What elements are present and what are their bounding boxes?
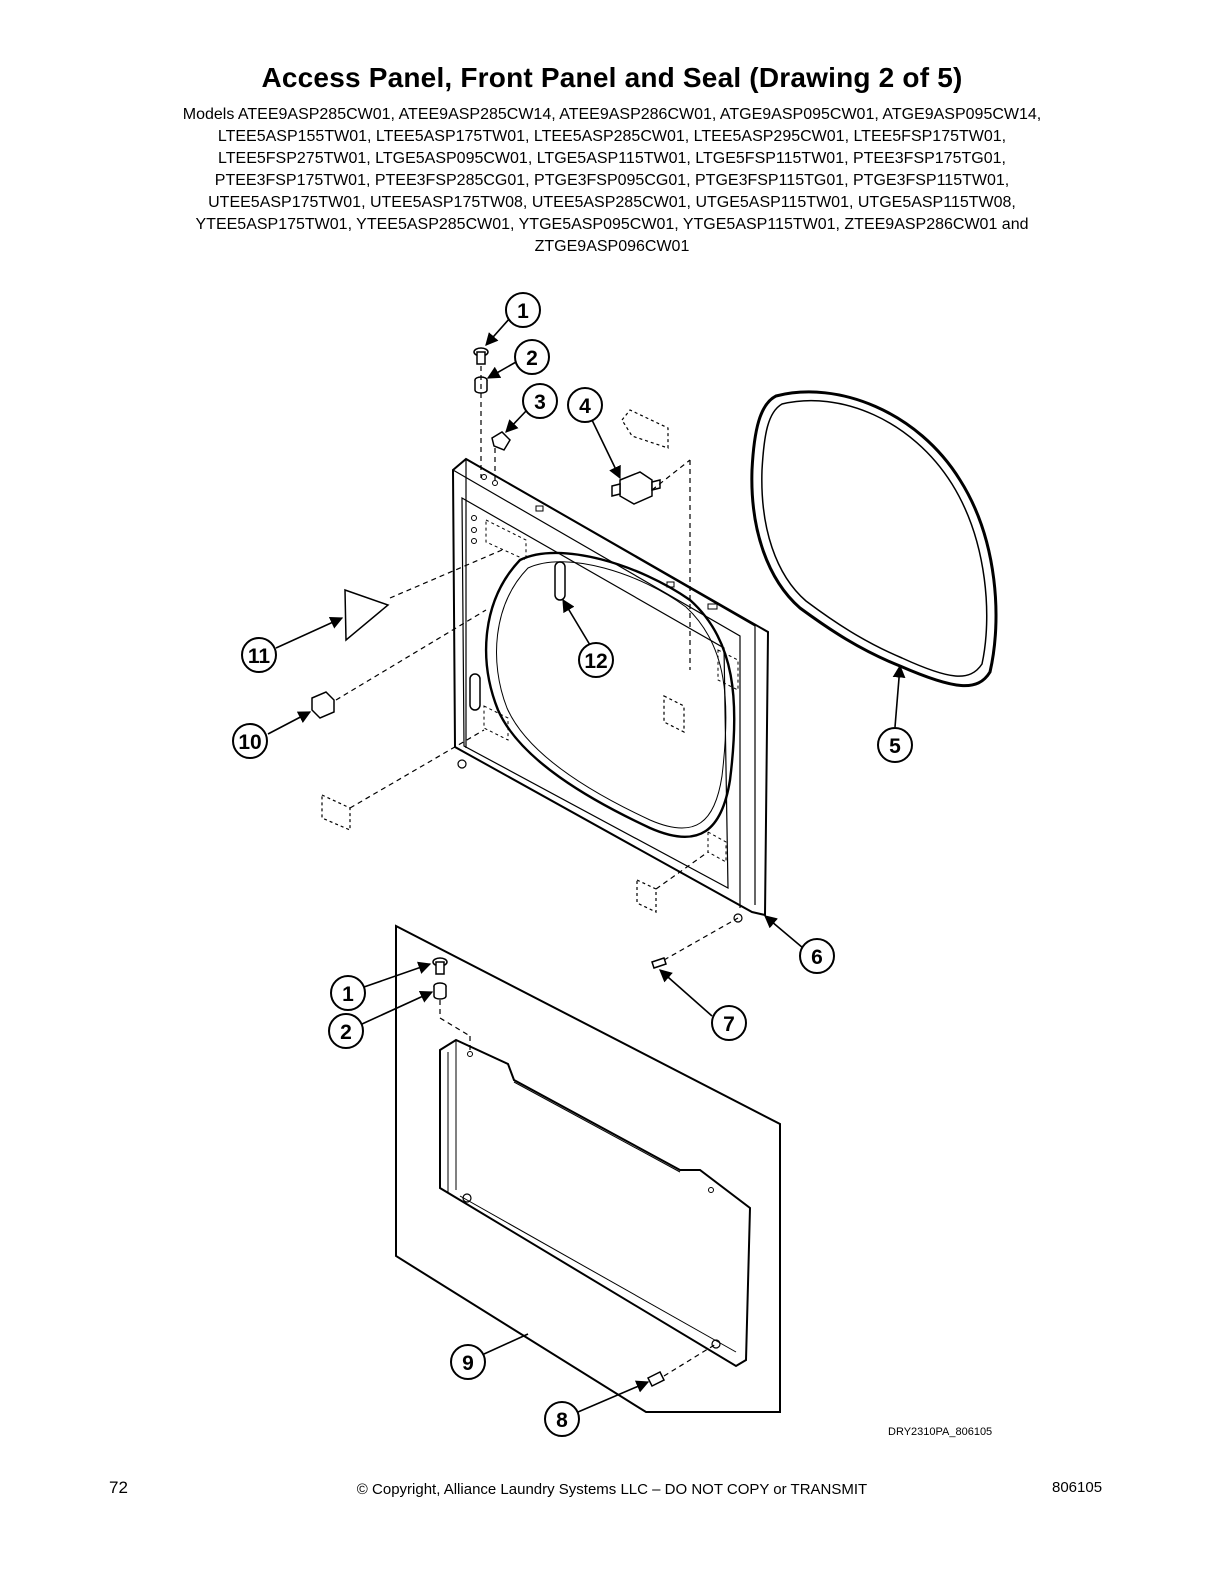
model-list-line: YTEE5ASP175TW01, YTEE5ASP285CW01, YTGE5A… bbox=[195, 216, 1029, 233]
callout-4: 4 bbox=[567, 387, 603, 423]
callout-9: 9 bbox=[450, 1344, 486, 1380]
callout-label: 12 bbox=[584, 650, 607, 673]
callout-3: 3 bbox=[522, 383, 558, 419]
callout-label: 11 bbox=[248, 645, 271, 668]
callout-label: 6 bbox=[811, 946, 823, 969]
callout-label: 8 bbox=[556, 1409, 568, 1432]
door-seal-part bbox=[750, 390, 998, 688]
callout-7: 7 bbox=[711, 1005, 747, 1041]
model-list-line: LTEE5ASP155TW01, LTEE5ASP175TW01, LTEE5A… bbox=[217, 128, 1007, 145]
document-number: 806105 bbox=[1052, 1479, 1103, 1496]
callout-1-top: 1 bbox=[505, 292, 541, 328]
clip-part bbox=[491, 431, 511, 451]
drawing-code: DRY2310PA_806105 bbox=[888, 1426, 993, 1438]
assembly-lines-bottom bbox=[439, 1000, 717, 1377]
page-title: Access Panel, Front Panel and Seal (Draw… bbox=[261, 62, 963, 93]
screw-bottom-part bbox=[432, 957, 448, 975]
lint-filter-cover-part bbox=[344, 588, 390, 642]
model-list-line: Models ATEE9ASP285CW01, ATEE9ASP285CW14,… bbox=[182, 106, 1042, 123]
callout-2-top: 2 bbox=[514, 339, 550, 375]
callout-label: 1 bbox=[517, 300, 529, 323]
callout-label: 1 bbox=[342, 983, 354, 1006]
callout-label: 2 bbox=[340, 1021, 352, 1044]
callout-label: 2 bbox=[526, 347, 538, 370]
callout-11: 11 bbox=[241, 637, 277, 673]
door-switch-part bbox=[611, 471, 661, 505]
callout-12: 12 bbox=[578, 642, 614, 678]
front-panel-part bbox=[451, 457, 770, 923]
callout-5: 5 bbox=[877, 727, 913, 763]
model-list: Models ATEE9ASP285CW01, ATEE9ASP285CW14,… bbox=[110, 104, 1114, 258]
callout-label: 4 bbox=[579, 395, 591, 418]
assembly-lines bbox=[335, 366, 739, 961]
model-list-line: ZTGE9ASP096CW01 bbox=[534, 238, 690, 255]
callout-label: 3 bbox=[534, 391, 546, 414]
leader-lines bbox=[267, 317, 906, 1413]
callout-8: 8 bbox=[544, 1401, 580, 1437]
callout-label: 10 bbox=[238, 731, 261, 754]
spacer-bottom-part bbox=[433, 982, 447, 1000]
page-number: 72 bbox=[109, 1478, 128, 1497]
screw-side-part bbox=[651, 957, 667, 969]
callout-label: 9 bbox=[462, 1352, 474, 1375]
copyright-notice: © Copyright, Alliance Laundry Systems LL… bbox=[356, 1481, 868, 1498]
model-list-line: LTEE5FSP275TW01, LTGE5ASP095CW01, LTGE5A… bbox=[218, 150, 1006, 167]
bumper-part bbox=[311, 691, 335, 719]
dashed-placeholders bbox=[321, 409, 685, 913]
callout-6: 6 bbox=[799, 938, 835, 974]
callout-10: 10 bbox=[232, 723, 268, 759]
callout-label: 5 bbox=[889, 735, 901, 758]
screw-top-part bbox=[473, 347, 489, 365]
callout-2-bottom: 2 bbox=[328, 1013, 364, 1049]
callout-label: 7 bbox=[723, 1013, 735, 1036]
model-list-line: UTEE5ASP175TW01, UTEE5ASP175TW08, UTEE5A… bbox=[208, 194, 1016, 211]
callout-1-bottom: 1 bbox=[330, 975, 366, 1011]
model-list-line: PTEE3FSP175TW01, PTEE3FSP285CG01, PTGE3F… bbox=[214, 172, 1010, 189]
access-panel-part bbox=[395, 924, 781, 1413]
screw-panel-part bbox=[646, 1370, 666, 1388]
